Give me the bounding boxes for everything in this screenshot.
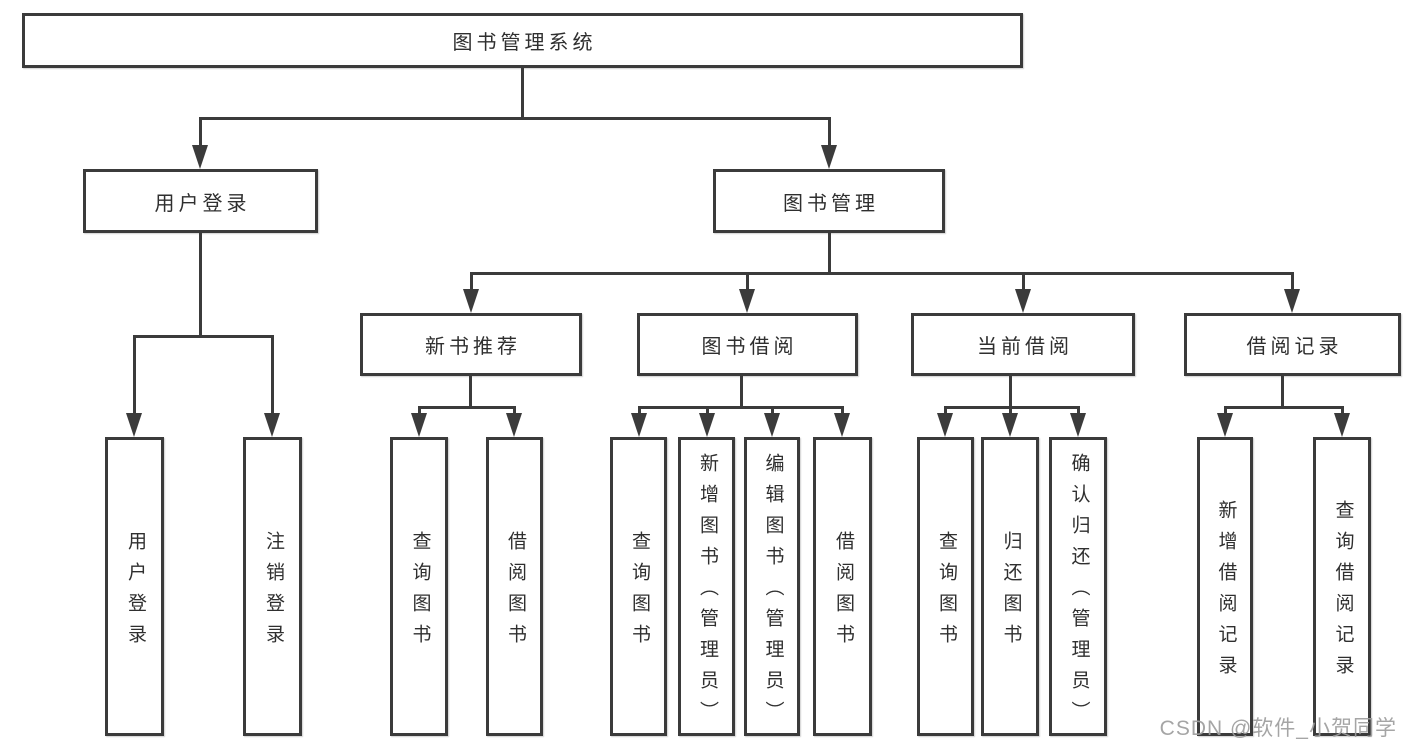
leaf-edit-book-admin: 编辑图书（管理员） <box>744 437 800 736</box>
connector-line <box>1224 406 1227 416</box>
node-borrow-records-label: 借阅记录 <box>1246 336 1343 358</box>
leaf-query-borrow-record: 查询借阅记录 <box>1313 437 1371 736</box>
connector-line <box>521 68 524 118</box>
leaf-edit-book-admin-label: 编辑图书（管理员） <box>762 453 784 732</box>
leaf-query-books-label: 查询图书 <box>628 530 650 655</box>
leaf-logout: 注销登录 <box>243 437 302 736</box>
node-root: 图书管理系统 <box>22 13 1023 68</box>
node-book-borrow: 图书借阅 <box>637 313 858 376</box>
connector-line <box>1022 272 1025 292</box>
connector-line <box>706 406 709 416</box>
connector-line <box>1077 406 1080 416</box>
arrow-down-icon <box>834 413 850 437</box>
arrow-down-icon <box>699 413 715 437</box>
arrow-down-icon <box>411 413 427 437</box>
node-book-management: 图书管理 <box>713 169 945 233</box>
connector-line <box>199 117 831 120</box>
node-current-borrow-label: 当前借阅 <box>977 336 1073 358</box>
leaf-return-book-label: 归还图书 <box>1000 530 1022 655</box>
connector-line <box>469 376 472 408</box>
connector-line <box>638 406 641 416</box>
leaf-return-book: 归还图书 <box>981 437 1039 736</box>
connector-line <box>1009 376 1012 408</box>
arrow-down-icon <box>821 145 837 169</box>
leaf-logout-label: 注销登录 <box>262 530 284 655</box>
leaf-add-borrow-record-label: 新增借阅记录 <box>1215 499 1237 686</box>
node-current-borrow: 当前借阅 <box>911 313 1135 376</box>
connector-line <box>133 335 136 415</box>
arrow-down-icon <box>126 413 142 437</box>
leaf-query-borrow-record-label: 查询借阅记录 <box>1332 499 1354 686</box>
node-new-book-recommend: 新书推荐 <box>360 313 582 376</box>
arrow-down-icon <box>1070 413 1086 437</box>
arrow-down-icon <box>264 413 280 437</box>
connector-line <box>418 406 516 409</box>
arrow-down-icon <box>739 289 755 313</box>
arrow-down-icon <box>1334 413 1350 437</box>
leaf-confirm-return-admin: 确认归还（管理员） <box>1049 437 1107 736</box>
node-borrow-records: 借阅记录 <box>1184 313 1401 376</box>
leaf-query-books: 查询图书 <box>610 437 667 736</box>
connector-line <box>470 272 473 292</box>
leaf-borrow-books: 借阅图书 <box>486 437 543 736</box>
arrow-down-icon <box>937 413 953 437</box>
arrow-down-icon <box>192 145 208 169</box>
connector-line <box>828 233 831 274</box>
leaf-user-login: 用户登录 <box>105 437 164 736</box>
connector-line <box>418 406 421 416</box>
arrow-down-icon <box>764 413 780 437</box>
leaf-query-books-label: 查询图书 <box>409 530 431 655</box>
connector-line <box>944 406 947 416</box>
connector-line <box>638 406 844 409</box>
connector-line <box>740 376 743 408</box>
leaf-add-book-admin-label: 新增图书（管理员） <box>696 453 718 732</box>
arrow-down-icon <box>1217 413 1233 437</box>
connector-line <box>513 406 516 416</box>
connector-line <box>828 117 831 148</box>
node-book-borrow-label: 图书借阅 <box>701 336 798 358</box>
leaf-confirm-return-admin-label: 确认归还（管理员） <box>1068 453 1090 732</box>
connector-line <box>1224 406 1344 409</box>
connector-line <box>1341 406 1344 416</box>
connector-line <box>199 117 202 148</box>
arrow-down-icon <box>1015 289 1031 313</box>
arrow-down-icon <box>631 413 647 437</box>
arrow-down-icon <box>1002 413 1018 437</box>
leaf-query-books: 查询图书 <box>390 437 448 736</box>
leaf-query-books-label: 查询图书 <box>935 530 957 655</box>
leaf-user-login-label: 用户登录 <box>124 530 146 655</box>
connector-line <box>199 233 202 337</box>
node-user-login: 用户登录 <box>83 169 318 233</box>
connector-line <box>771 406 774 416</box>
arrow-down-icon <box>506 413 522 437</box>
connector-line <box>1281 376 1284 408</box>
node-user-login-label: 用户登录 <box>154 192 251 215</box>
connector-line <box>746 272 749 292</box>
connector-line <box>1009 406 1012 416</box>
connector-line <box>133 335 274 338</box>
connector-line <box>841 406 844 416</box>
leaf-add-book-admin: 新增图书（管理员） <box>678 437 735 736</box>
csdn-watermark: CSDN @软件_小贺同学 <box>1159 717 1397 740</box>
node-new-book-recommend-label: 新书推荐 <box>425 336 521 358</box>
arrow-down-icon <box>1284 289 1300 313</box>
leaf-query-books: 查询图书 <box>917 437 974 736</box>
arrow-down-icon <box>463 289 479 313</box>
leaf-add-borrow-record: 新增借阅记录 <box>1197 437 1253 736</box>
leaf-borrow-books: 借阅图书 <box>813 437 872 736</box>
node-book-management-label: 图书管理 <box>783 192 879 215</box>
connector-line <box>1291 272 1294 292</box>
node-root-label: 图书管理系统 <box>452 32 597 54</box>
leaf-borrow-books-label: 借阅图书 <box>832 530 854 655</box>
leaf-borrow-books-label: 借阅图书 <box>504 530 526 655</box>
connector-line <box>271 335 274 415</box>
connector-line <box>944 406 1080 409</box>
connector-line <box>470 272 1294 275</box>
